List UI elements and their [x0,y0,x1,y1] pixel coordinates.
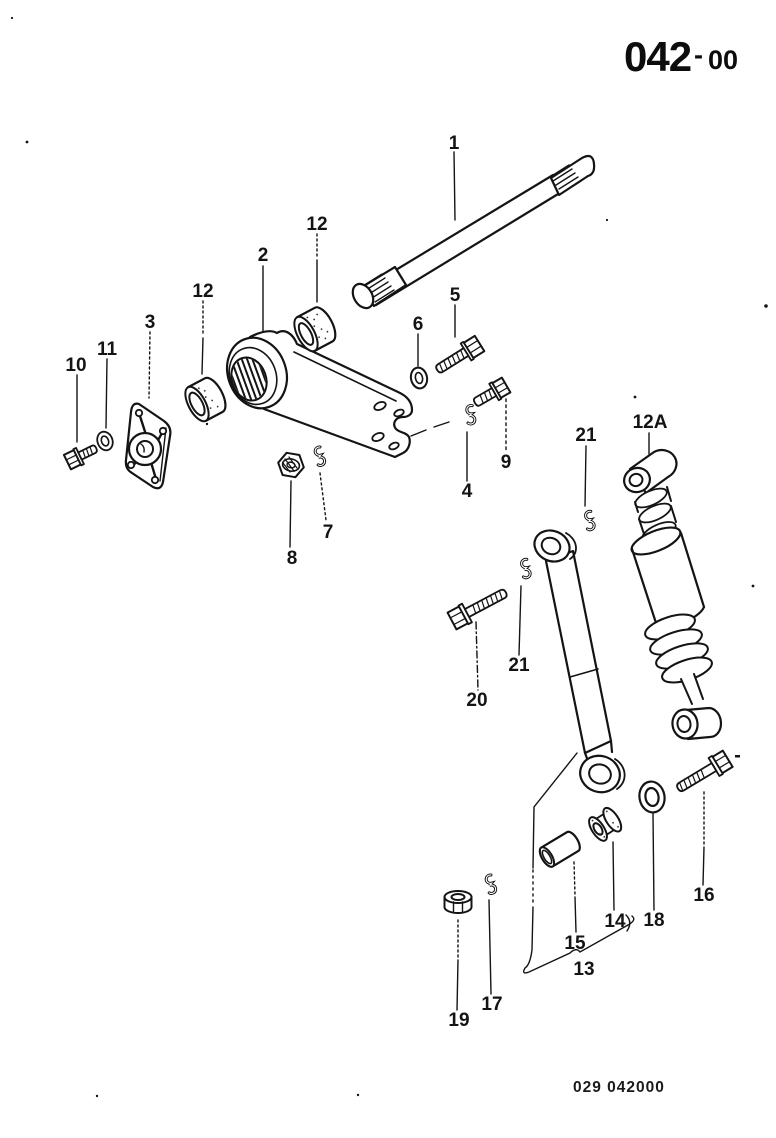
bolt-part-5 [435,334,486,374]
bushing-part-12-upper [293,306,337,353]
bolt-part-10 [62,444,98,471]
callout-9: 9 [501,452,512,473]
torsion-bar-part-1 [351,154,596,310]
callout-10: 10 [65,355,86,376]
callout-13: 13 [573,959,594,980]
scan-speckles [10,16,768,1098]
leader-lines [76,151,705,1011]
callout-19: 19 [448,1010,469,1031]
callout-3: 3 [145,312,156,333]
callout-12-left: 12 [192,281,213,302]
page-code-dash: - [694,40,703,70]
shock-absorber-part-12a [623,449,723,741]
page-code-suffix: 00 [708,45,738,75]
washer-part-11 [96,430,114,452]
callouts: 1 12 2 12 3 11 10 5 6 9 4 7 8 21 12A 21 … [65,133,714,1031]
trailing-arm-part-2 [225,330,414,459]
bushing-part-12-lower [184,376,227,423]
callout-11: 11 [97,339,118,360]
footer-fiche-code: 029 042000 [573,1079,665,1096]
stipple-texture [591,810,619,838]
callout-20: 20 [466,690,487,711]
bolt-part-16 [676,749,734,793]
brace-curl [625,914,631,932]
callout-21-mid: 21 [508,655,530,676]
callout-4: 4 [462,481,473,502]
clip-part-21-mid [518,557,533,580]
bolt-part-20 [446,588,508,631]
callout-14: 14 [604,911,626,932]
clip-part-21-upper [582,509,597,532]
bolt-part-9 [473,376,512,407]
callout-2: 2 [258,245,269,266]
washer-part-6 [409,366,429,390]
callout-15: 15 [564,933,586,954]
callout-6: 6 [413,314,424,335]
sleeve-part-15 [538,830,581,868]
callout-17: 17 [481,994,502,1015]
assembly-bracket-13 [522,752,635,974]
stipple-texture [306,313,329,340]
callout-12-top: 12 [306,214,327,235]
page-code-main: 042 [624,33,691,80]
washer-part-18 [638,780,666,814]
shock-absorber-tube [533,529,626,794]
nut-part-19 [443,890,473,914]
nut-part-8 [277,451,305,479]
callout-5: 5 [450,285,461,306]
cover-plate-part-3 [124,402,172,490]
spline-bore-hatch [226,353,272,405]
callout-7: 7 [323,522,334,543]
callout-12a: 12A [633,412,668,433]
callout-1: 1 [449,133,460,154]
header-page-code: 042 - 00 [624,33,738,80]
callout-16: 16 [693,885,714,906]
callout-18: 18 [643,910,664,931]
clip-part-17 [484,873,498,895]
callout-8: 8 [287,548,298,569]
callout-21-upper: 21 [575,425,597,446]
bushing-part-14 [588,806,623,842]
stipple-texture [197,387,219,410]
clip-part-7 [313,445,327,467]
clip-part-4 [463,403,479,427]
